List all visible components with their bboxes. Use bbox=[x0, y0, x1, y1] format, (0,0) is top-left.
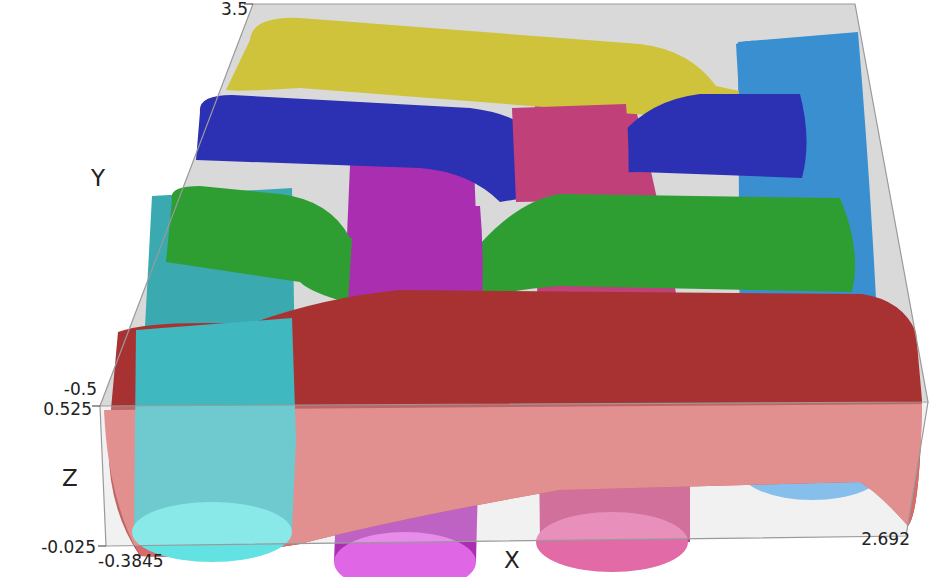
box-front-tint bbox=[100, 402, 928, 546]
axis-tick-label: -0.5 bbox=[64, 380, 97, 399]
box-edge bbox=[100, 402, 928, 546]
axis-tick bbox=[92, 405, 100, 406]
warp-yarn bbox=[348, 206, 483, 302]
axis-tick-label: -0.3845 bbox=[98, 552, 164, 571]
axis-tick-label: 0.525 bbox=[43, 400, 92, 419]
axis-title: X bbox=[504, 548, 520, 573]
axis-title: Y bbox=[91, 166, 105, 191]
axis-title: Z bbox=[62, 466, 78, 491]
box-front-face bbox=[100, 402, 928, 546]
axis-tick-label: -0.025 bbox=[41, 538, 96, 557]
axis-tick-label: 2.692 bbox=[861, 530, 910, 549]
weft-yarn bbox=[166, 186, 855, 302]
axis-tick bbox=[98, 545, 106, 546]
weft-yarn bbox=[196, 94, 807, 202]
warp-yarn bbox=[512, 104, 629, 202]
box-edge bbox=[100, 4, 928, 406]
axis-tick-label: 3.5 bbox=[221, 0, 248, 19]
